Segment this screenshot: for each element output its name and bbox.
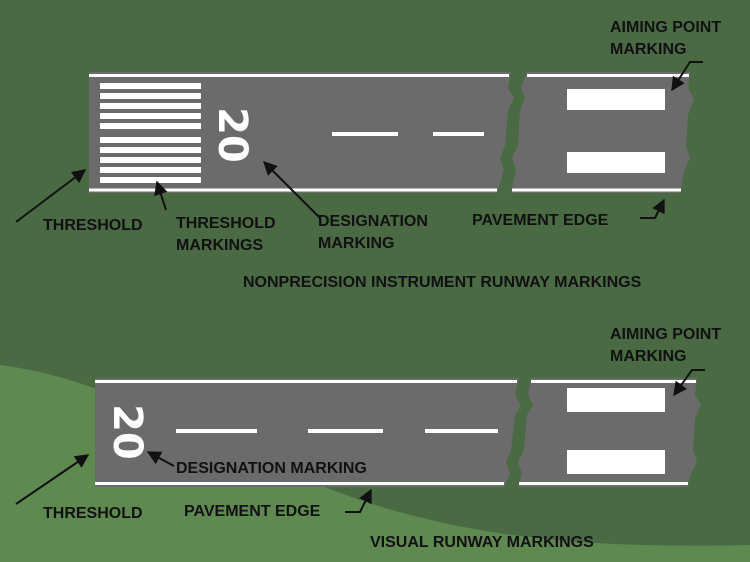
designation-label-line1: DESIGNATION (318, 213, 428, 230)
threshold-markings-label-line2: MARKINGS (176, 237, 263, 254)
threshold-arrow (15, 169, 87, 223)
designation-arrow (146, 451, 175, 467)
aiming-point-bar-bottom (567, 152, 665, 173)
visual-title: VISUAL RUNWAY MARKINGS (370, 534, 594, 551)
aiming-point-arrow (673, 369, 705, 397)
nonprecision-title: NONPRECISION INSTRUMENT RUNWAY MARKINGS (243, 274, 642, 291)
designation-arrow (263, 161, 321, 219)
background-hill (0, 365, 750, 562)
aiming-point-label-line2: MARKING (610, 41, 686, 58)
aiming-point-bar-top (567, 89, 665, 110)
leader-arrows-visual (15, 369, 705, 513)
threshold-arrow (15, 454, 90, 505)
pavement-edge-label: PAVEMENT EDGE (472, 212, 609, 229)
threshold-markings-label-line1: THRESHOLD (176, 215, 276, 232)
designation-number: 20 (209, 107, 255, 163)
threshold-label: THRESHOLD (43, 217, 143, 234)
threshold-stripes (100, 83, 201, 183)
pavement-edge-label: PAVEMENT EDGE (184, 503, 321, 520)
nonprecision-runway: 20 THRESHOLD THRESHOLD MARKINGS DESIGNAT… (15, 19, 721, 291)
visual-runway: 20 THRESHOLD DESIGNATION MARKING PAVEMEN… (15, 326, 721, 551)
pavement-edge-arrow (640, 198, 665, 219)
designation-label-line2: MARKING (318, 235, 394, 252)
leader-arrows-nonprecision (15, 61, 703, 223)
aiming-point-label-line1: AIMING POINT (610, 326, 721, 343)
threshold-label: THRESHOLD (43, 505, 143, 522)
aiming-point-arrow (671, 61, 703, 92)
designation-number: 20 (104, 404, 150, 460)
aiming-point-label-line2: MARKING (610, 348, 686, 365)
threshold-markings-arrow (154, 180, 168, 211)
designation-label: DESIGNATION MARKING (176, 460, 367, 477)
pavement-edge-arrow (345, 488, 372, 513)
aiming-point-label-line1: AIMING POINT (610, 19, 721, 36)
aiming-point-bar-bottom (567, 450, 665, 474)
aiming-point-bar-top (567, 388, 665, 412)
